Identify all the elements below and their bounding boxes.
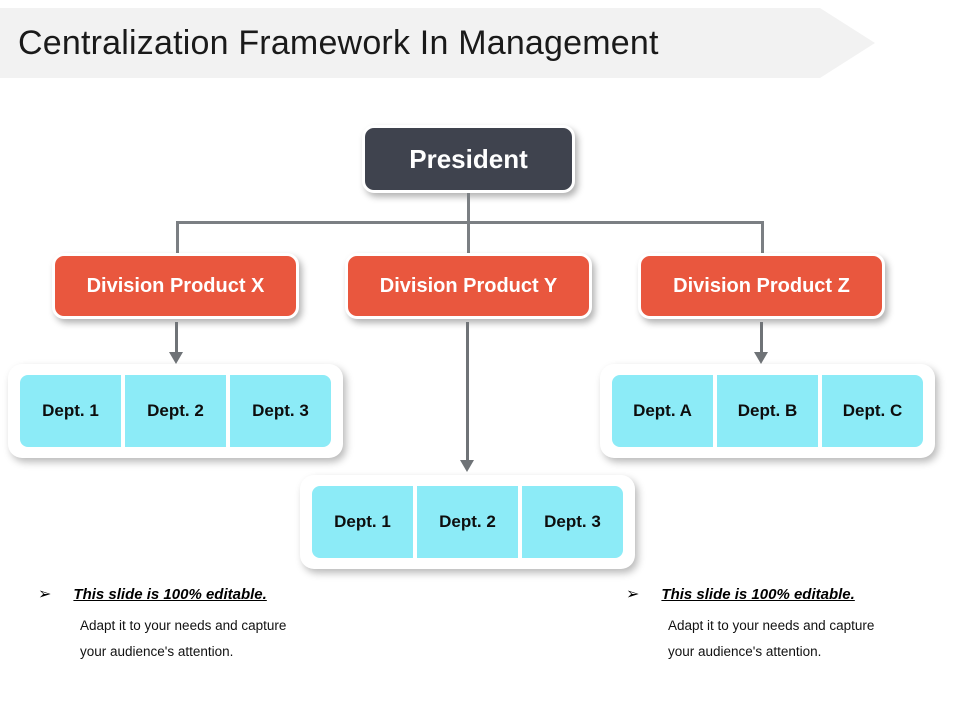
- note-left: ➢ This slide is 100% editable. Adapt it …: [38, 586, 358, 665]
- note-right-heading-row: ➢ This slide is 100% editable.: [626, 586, 946, 604]
- dept-box[interactable]: Dept. 1: [312, 486, 413, 558]
- page-title: Centralization Framework In Management: [18, 23, 659, 62]
- dept-box[interactable]: Dept. 2: [125, 375, 226, 447]
- dept-box-label: Dept. 1: [42, 401, 99, 420]
- note-right-line2: your audience's attention.: [668, 643, 822, 659]
- arrow-division-x-shaft: [175, 322, 178, 354]
- note-right: ➢ This slide is 100% editable. Adapt it …: [626, 586, 946, 665]
- connector-drop-division-z: [761, 221, 764, 253]
- dept-box[interactable]: Dept. 1: [20, 375, 121, 447]
- arrow-division-y-shaft: [466, 322, 469, 462]
- arrow-division-z-shaft: [760, 322, 763, 354]
- dept-box-label: Dept. B: [737, 401, 798, 420]
- dept-box[interactable]: Dept. B: [717, 375, 818, 447]
- dept-box-label: Dept. C: [842, 401, 903, 420]
- arrow-bullet-icon: ➢: [626, 586, 640, 603]
- dept-group-left: Dept. 1 Dept. 2 Dept. 3: [8, 364, 343, 458]
- title-banner: [0, 8, 875, 78]
- dept-box-label: Dept. 2: [147, 401, 204, 420]
- connector-drop-division-y: [467, 221, 470, 253]
- dept-box-label: Dept. 3: [544, 512, 601, 531]
- note-right-line1: Adapt it to your needs and capture: [668, 617, 875, 633]
- node-division-product-x[interactable]: Division Product X: [52, 253, 299, 319]
- dept-box[interactable]: Dept. 3: [230, 375, 331, 447]
- arrow-bullet-icon: ➢: [38, 586, 52, 603]
- arrow-division-z-head: [754, 352, 768, 364]
- note-left-line1: Adapt it to your needs and capture: [80, 617, 287, 633]
- note-left-line2: your audience's attention.: [80, 643, 234, 659]
- node-president[interactable]: President: [362, 125, 575, 193]
- connector-drop-division-x: [176, 221, 179, 253]
- note-left-body: Adapt it to your needs and capture your …: [80, 613, 358, 666]
- node-division-product-z[interactable]: Division Product Z: [638, 253, 885, 319]
- dept-box[interactable]: Dept. 3: [522, 486, 623, 558]
- arrow-division-y-head: [460, 460, 474, 472]
- node-division-product-y-label: Division Product Y: [379, 274, 558, 297]
- connector-president-stem: [467, 193, 470, 221]
- note-left-heading-row: ➢ This slide is 100% editable.: [38, 586, 358, 604]
- note-right-title: This slide is 100% editable.: [661, 586, 855, 603]
- dept-box[interactable]: Dept. C: [822, 375, 923, 447]
- arrow-division-x-head: [169, 352, 183, 364]
- dept-box-label: Dept. A: [633, 401, 692, 420]
- dept-box-label: Dept. 3: [252, 401, 309, 420]
- note-left-title: This slide is 100% editable.: [73, 586, 267, 603]
- connector-horizontal-bus: [176, 221, 764, 224]
- dept-box[interactable]: Dept. A: [612, 375, 713, 447]
- dept-group-right: Dept. A Dept. B Dept. C: [600, 364, 935, 458]
- dept-box-label: Dept. 2: [439, 512, 496, 531]
- note-right-body: Adapt it to your needs and capture your …: [668, 613, 946, 666]
- node-division-product-y[interactable]: Division Product Y: [345, 253, 592, 319]
- node-president-label: President: [409, 143, 528, 174]
- dept-box-label: Dept. 1: [334, 512, 391, 531]
- dept-box[interactable]: Dept. 2: [417, 486, 518, 558]
- node-division-product-z-label: Division Product Z: [673, 274, 850, 297]
- node-division-product-x-label: Division Product X: [86, 274, 265, 297]
- dept-group-center: Dept. 1 Dept. 2 Dept. 3: [300, 475, 635, 569]
